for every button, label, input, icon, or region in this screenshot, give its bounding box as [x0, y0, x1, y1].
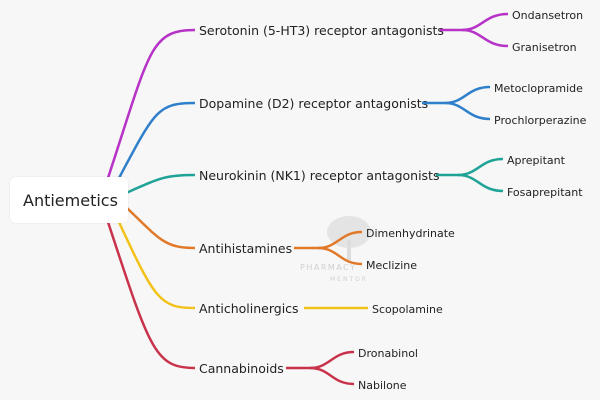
child-label-dronabinol: Dronabinol	[358, 347, 418, 360]
root-connector-dopamine	[116, 101, 196, 181]
child-label-ondansetron: Ondansetron	[512, 9, 583, 22]
branch-label-anticholinergics: Anticholinergics	[199, 301, 299, 316]
child-connector-fosaprepitant	[457, 173, 504, 193]
child-label-prochlorperazine: Prochlorperazine	[494, 114, 587, 127]
branch-neurokinin: Neurokinin (NK1) receptor antagonists Ap…	[125, 154, 583, 199]
child-connector-aprepitant	[457, 157, 504, 177]
root-node: Antiemetics	[10, 177, 128, 223]
child-connector-dronabinol	[309, 350, 355, 370]
child-connector-prochlorperazine	[444, 101, 491, 121]
branch-cannabinoids: Cannabinoids Dronabinol Nabilone	[106, 221, 418, 392]
root-connector-cannabinoids	[106, 221, 196, 370]
branch-label-neurokinin: Neurokinin (NK1) receptor antagonists	[199, 168, 439, 183]
child-connector-granisetron	[461, 28, 509, 48]
child-connector-metoclopramide	[444, 85, 491, 105]
child-label-nabilone: Nabilone	[358, 379, 407, 392]
branch-serotonin: Serotonin (5-HT3) receptor antagonists O…	[106, 9, 583, 179]
branch-label-serotonin: Serotonin (5-HT3) receptor antagonists	[199, 23, 444, 38]
branch-anticholinergics: Anticholinergics Scopolamine	[116, 219, 443, 316]
root-connector-antihistamines	[125, 206, 196, 250]
root-connector-serotonin	[106, 28, 196, 179]
branch-dopamine: Dopamine (D2) receptor antagonists Metoc…	[116, 82, 587, 181]
branch-label-antihistamines: Antihistamines	[199, 241, 292, 256]
child-label-dimenhydrinate: Dimenhydrinate	[366, 227, 455, 240]
child-label-aprepitant: Aprepitant	[507, 154, 566, 167]
child-label-metoclopramide: Metoclopramide	[494, 82, 583, 95]
child-label-scopolamine: Scopolamine	[372, 303, 443, 316]
child-label-fosaprepitant: Fosaprepitant	[507, 186, 583, 199]
branch-label-dopamine: Dopamine (D2) receptor antagonists	[199, 96, 428, 111]
root-connector-anticholinergics	[116, 219, 196, 310]
watermark-line1: PHARMACY	[300, 263, 356, 272]
branch-antihistamines: Antihistamines Dimenhydrinate Meclizine	[125, 206, 455, 272]
child-connector-nabilone	[309, 366, 355, 386]
child-connector-meclizine	[317, 246, 363, 266]
branch-label-cannabinoids: Cannabinoids	[199, 361, 284, 376]
watermark-logo: PHARMACY MENTOR	[300, 216, 371, 283]
root-connector-neurokinin	[125, 173, 196, 195]
child-label-meclizine: Meclizine	[366, 259, 417, 272]
watermark-line2: MENTOR	[330, 276, 368, 283]
root-label: Antiemetics	[23, 190, 118, 210]
child-connector-ondansetron	[461, 12, 509, 32]
child-label-granisetron: Granisetron	[512, 41, 577, 54]
